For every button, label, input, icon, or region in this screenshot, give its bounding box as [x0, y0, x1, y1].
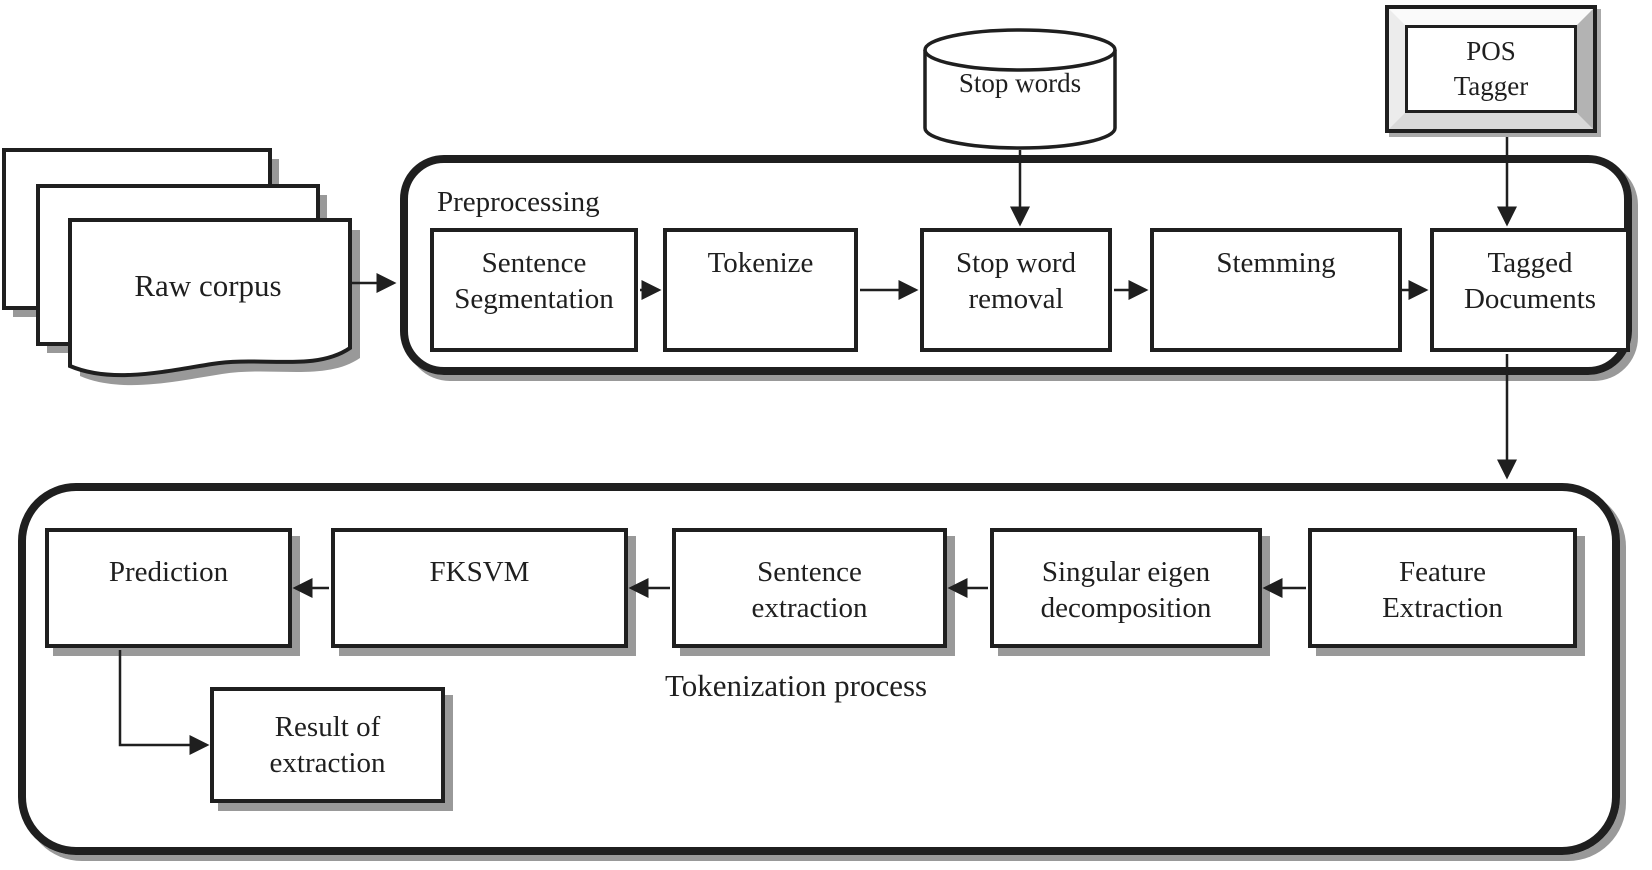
tokenization-label: Tokenization process	[665, 668, 928, 703]
step-label: Feature Extraction	[1382, 556, 1503, 625]
step-label: Prediction	[108, 556, 229, 588]
step-label: Tokenize	[707, 247, 814, 279]
step-stemming: Stemming	[1150, 228, 1402, 352]
step-label: Stemming	[1216, 247, 1336, 279]
result-label: Result of extraction	[269, 710, 386, 779]
step-feature-extraction: Feature Extraction	[1308, 528, 1577, 648]
step-tagged-documents: Tagged Documents	[1430, 228, 1630, 352]
pos-tagger-label: POS Tagger	[1405, 25, 1577, 113]
step-sentence-extraction: Sentence extraction	[672, 528, 947, 648]
tokenization-container	[18, 483, 1620, 855]
step-label: Singular eigen decomposition	[1040, 556, 1212, 625]
step-prediction: Prediction	[45, 528, 292, 648]
step-sentence-segmentation: Sentence Segmentation	[430, 228, 638, 352]
step-stop-word-removal: Stop word removal	[920, 228, 1112, 352]
step-label: Sentence Segmentation	[454, 247, 614, 316]
pos-tagger-bevel: POS Tagger	[1389, 9, 1593, 129]
stop-words-label: Stop words	[958, 68, 1082, 98]
step-label: FKSVM	[429, 556, 530, 588]
result-of-extraction-box: Result of extraction	[210, 687, 445, 803]
step-fksvm: FKSVM	[331, 528, 628, 648]
raw-corpus-label: Raw corpus	[134, 268, 282, 303]
pos-tagger-frame: POS Tagger	[1385, 5, 1597, 133]
step-tokenize: Tokenize	[663, 228, 858, 352]
step-label: Tagged Documents	[1463, 247, 1597, 316]
step-label: Stop word removal	[955, 247, 1077, 316]
step-singular-eigen-decomposition: Singular eigen decomposition	[990, 528, 1262, 648]
preprocessing-label: Preprocessing	[437, 186, 600, 218]
step-label: Sentence extraction	[751, 556, 868, 625]
